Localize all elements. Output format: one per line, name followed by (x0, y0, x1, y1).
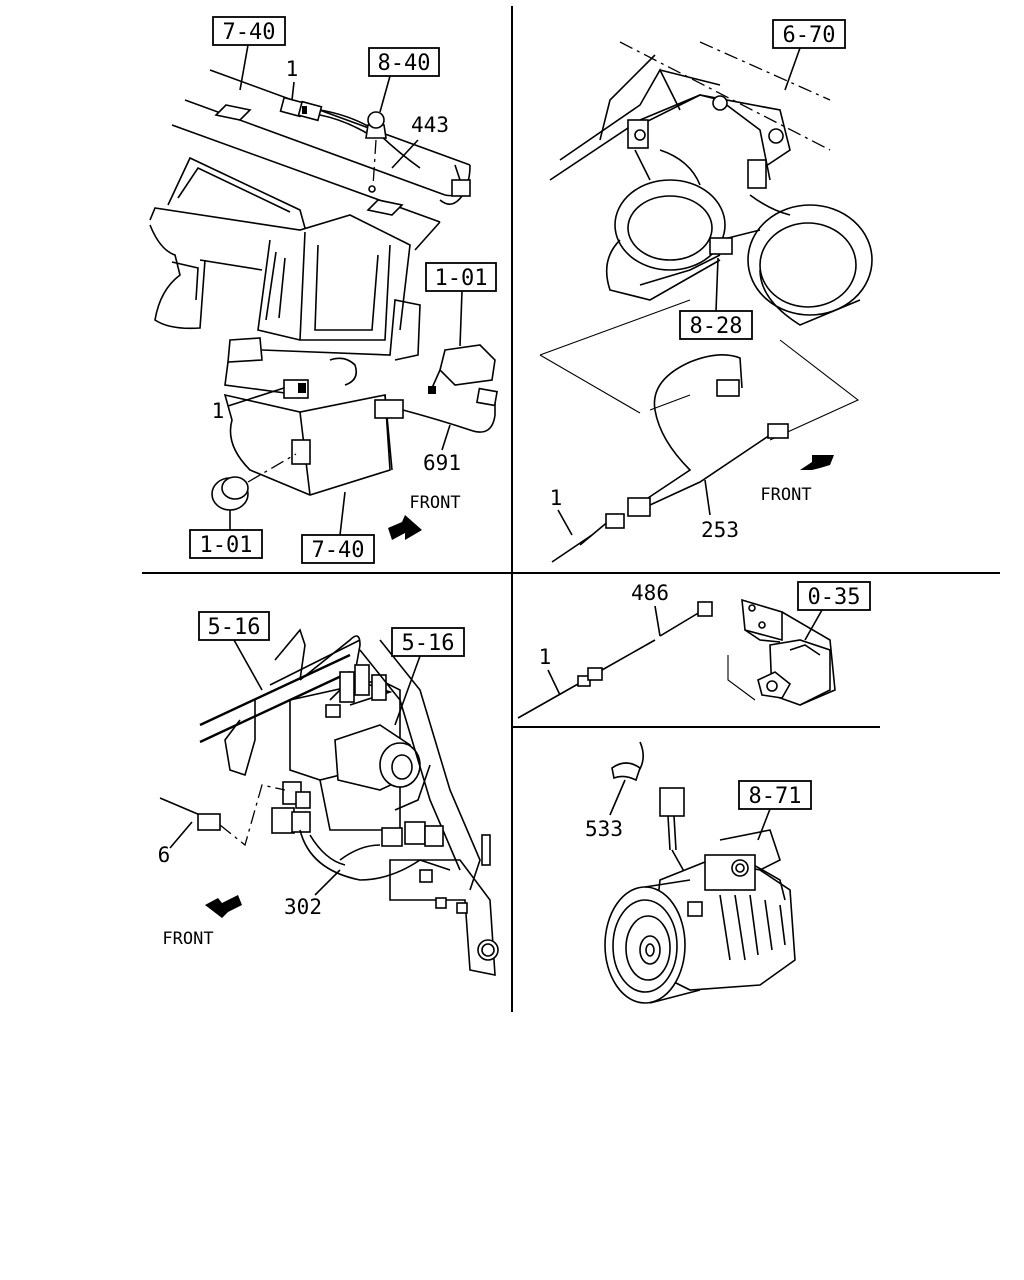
part-number-533: 533 (585, 817, 623, 841)
part-number-1: 1 (539, 645, 552, 669)
part-number-1: 1 (286, 57, 299, 81)
compressor-drawing (604, 741, 796, 1004)
part-number-443: 443 (411, 113, 449, 137)
front-label: FRONT (409, 493, 460, 513)
part-number-302: 302 (284, 895, 322, 919)
part-number-253: 253 (701, 518, 739, 542)
ref-box-0-35: 0-35 (797, 581, 871, 611)
ref-label: 8-71 (749, 784, 802, 809)
horn-drawing (539, 41, 873, 563)
ref-box-1-01-right: 1-01 (425, 262, 497, 292)
ref-box-7-40-bottom: 7-40 (301, 534, 375, 564)
ref-label: 5-16 (402, 631, 455, 656)
part-number-486: 486 (631, 581, 669, 605)
panel-bottom-right: 8-71 533 (585, 741, 812, 1004)
ref-box-8-40: 8-40 (368, 47, 440, 77)
part-number-1: 1 (212, 399, 225, 423)
ref-label: 8-28 (690, 314, 743, 339)
ref-box-5-16-left: 5-16 (198, 611, 270, 641)
ref-box-5-16-right: 5-16 (391, 627, 465, 657)
ref-label: 1-01 (200, 533, 253, 558)
ref-label: 7-40 (223, 20, 276, 45)
part-number-6: 6 (158, 843, 171, 867)
part-number-691: 691 (423, 451, 461, 475)
abs-unit-drawing (159, 628, 499, 976)
panel-dividers (142, 6, 1000, 1012)
front-label: FRONT (760, 485, 811, 505)
ref-label: 7-40 (312, 538, 365, 563)
sensor-bracket-drawing (517, 598, 836, 719)
ref-box-8-71: 8-71 (738, 780, 812, 810)
dashboard-drawing (149, 69, 499, 540)
panel-top-right: 6-70 8-28 1 253 FRONT (539, 19, 873, 563)
ref-label: 0-35 (808, 585, 861, 610)
ref-label: 8-40 (378, 51, 431, 76)
ref-box-1-01-bottom: 1-01 (189, 529, 263, 559)
ref-label: 5-16 (208, 615, 261, 640)
front-label: FRONT (162, 929, 213, 949)
ref-box-8-28: 8-28 (679, 310, 753, 340)
part-number-1: 1 (550, 486, 563, 510)
ref-label: 1-01 (435, 266, 488, 291)
panel-bottom-left: 5-16 5-16 6 302 FRONT (158, 611, 499, 976)
ref-box-6-70: 6-70 (772, 19, 846, 49)
panel-middle-right: 0-35 486 1 (517, 581, 871, 719)
panel-top-left: 7-40 8-40 1 443 1-01 1 691 1-01 7-40 (149, 16, 499, 564)
ref-label: 6-70 (783, 23, 836, 48)
ref-box-7-40-top: 7-40 (212, 16, 286, 46)
